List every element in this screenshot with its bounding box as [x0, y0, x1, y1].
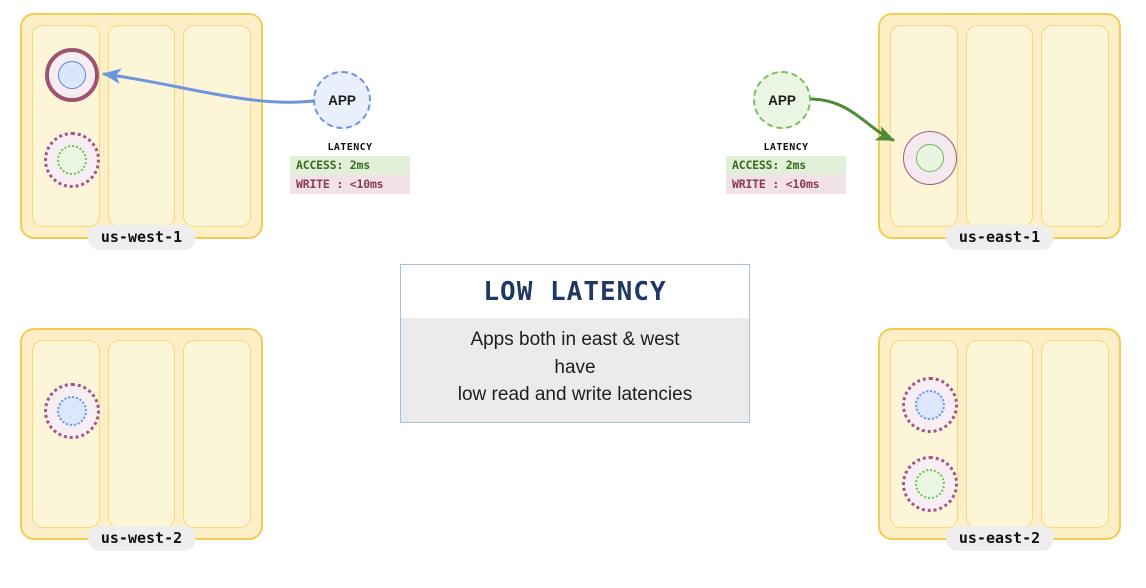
replica-inner-blue	[915, 390, 945, 420]
region-column-1[interactable]	[32, 340, 100, 528]
latency-table-west: LATENCY ACCESS: 2ms WRITE : <10ms	[290, 142, 410, 194]
replica-inner-green	[915, 469, 945, 499]
region-columns	[32, 340, 252, 528]
replica-inner-blue	[57, 396, 87, 426]
app-node-west[interactable]: APP	[313, 71, 371, 129]
replica-node-dotted-green[interactable]	[44, 132, 100, 188]
region-column-2[interactable]	[965, 340, 1034, 528]
callout-title: LOW LATENCY	[401, 265, 749, 318]
latency-title: LATENCY	[763, 142, 809, 153]
latency-row-access: ACCESS: 2ms	[290, 156, 410, 175]
replica-inner-green	[916, 144, 944, 172]
callout-body: Apps both in east & west have low read a…	[401, 318, 749, 422]
latency-table-east: LATENCY ACCESS: 2ms WRITE : <10ms	[726, 142, 846, 194]
region-us-west-2[interactable]: us-west-2	[20, 328, 263, 551]
replica-inner-green	[57, 145, 87, 175]
region-us-east-2[interactable]: us-east-2	[878, 328, 1121, 551]
region-column-3[interactable]	[1041, 25, 1110, 227]
latency-row-write: WRITE : <10ms	[726, 175, 846, 194]
replica-node-dotted-green[interactable]	[902, 456, 958, 512]
region-us-west-1[interactable]: us-west-1	[20, 13, 263, 250]
region-column-2[interactable]	[107, 340, 176, 528]
region-column-1[interactable]	[32, 25, 100, 227]
app-node-east-label: APP	[768, 92, 796, 108]
callout-line-1: Apps both in east & west	[470, 329, 680, 350]
region-column-1[interactable]	[890, 25, 958, 227]
region-label-us-east-2: us-east-2	[945, 526, 1054, 551]
region-columns	[32, 25, 252, 227]
latency-row-write: WRITE : <10ms	[290, 175, 410, 194]
latency-row-access: ACCESS: 2ms	[726, 156, 846, 175]
latency-title: LATENCY	[327, 142, 373, 153]
region-label-us-east-1: us-east-1	[945, 225, 1054, 250]
region-label-us-west-2: us-west-2	[87, 526, 196, 551]
region-column-3[interactable]	[183, 25, 252, 227]
region-column-2[interactable]	[965, 25, 1034, 227]
region-columns	[890, 25, 1110, 227]
replica-node-dotted-blue[interactable]	[902, 377, 958, 433]
replica-node-thin-green[interactable]	[903, 131, 957, 185]
region-us-east-1[interactable]: us-east-1	[878, 13, 1121, 250]
replica-node-dotted-blue[interactable]	[44, 383, 100, 439]
region-column-2[interactable]	[107, 25, 176, 227]
replica-inner-blue	[58, 61, 86, 89]
app-node-east[interactable]: APP	[753, 71, 811, 129]
region-label-us-west-1: us-west-1	[87, 225, 196, 250]
region-columns	[890, 340, 1110, 528]
replica-node-primary-blue[interactable]	[45, 48, 99, 102]
region-column-3[interactable]	[183, 340, 252, 528]
app-node-west-label: APP	[328, 92, 356, 108]
callout-line-2: have	[554, 356, 596, 378]
callout-line-3: low read and write latencies	[457, 384, 693, 406]
callout-low-latency: LOW LATENCY Apps both in east & west hav…	[400, 264, 750, 423]
region-column-1[interactable]	[890, 340, 958, 528]
region-column-3[interactable]	[1041, 340, 1110, 528]
